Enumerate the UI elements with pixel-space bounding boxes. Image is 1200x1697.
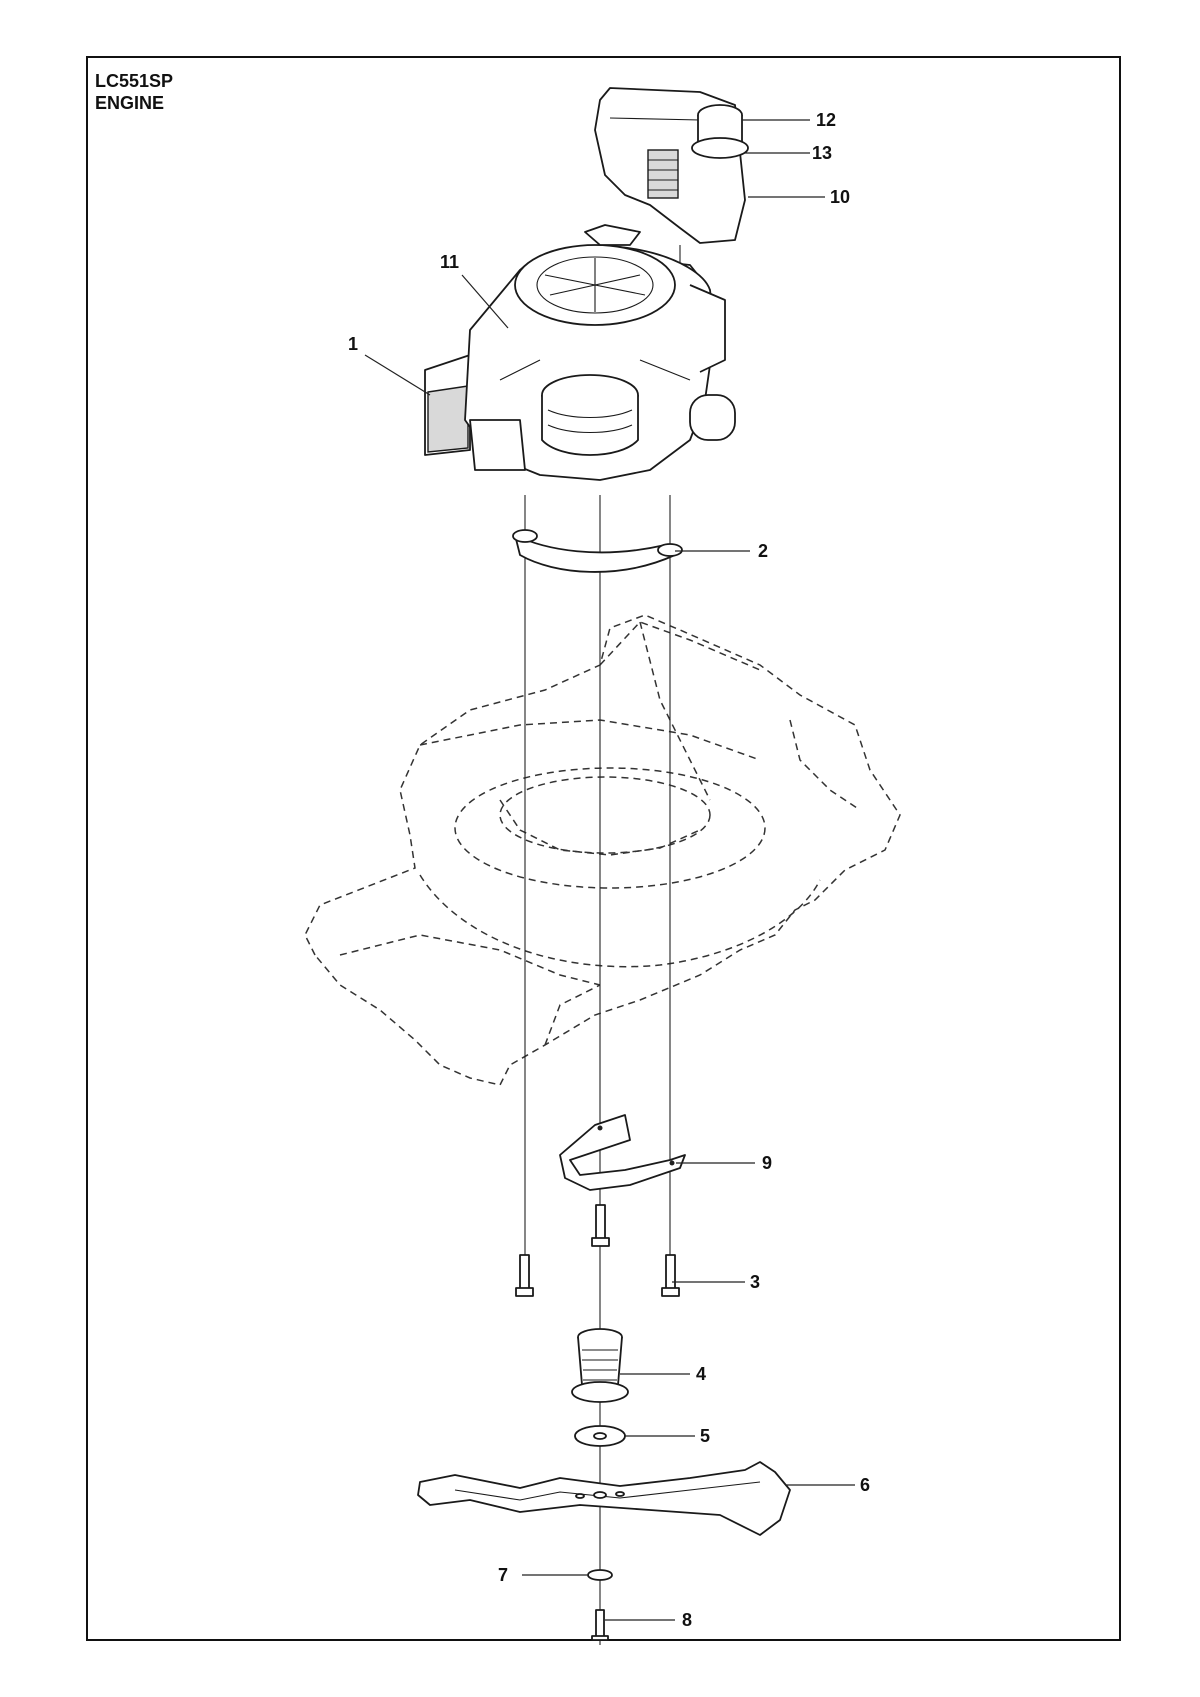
callout-4: 4	[696, 1364, 706, 1384]
title-block: LC551SP ENGINE	[95, 70, 173, 114]
callout-11: 11	[440, 252, 459, 272]
baffle-part-2	[512, 529, 683, 573]
callout-12: 12	[816, 110, 836, 130]
callout-10: 10	[830, 187, 850, 207]
callout-8: 8	[682, 1610, 692, 1630]
model-name: LC551SP	[95, 71, 174, 91]
bracket-part-9	[559, 1114, 686, 1191]
callout-7: 7	[498, 1565, 508, 1585]
section-name: ENGINE	[95, 93, 165, 113]
washer-part-5	[574, 1425, 626, 1447]
blade-adapter-part-4	[571, 1328, 629, 1403]
blade-part-6	[417, 1461, 791, 1536]
callout-2: 2	[758, 541, 768, 561]
mower-deck-outline	[304, 614, 901, 1086]
engine-assembly	[424, 224, 736, 481]
callout-labels: 12 13 10 11 1 2 9 3 4 5 6 7 8	[348, 110, 870, 1630]
callout-3: 3	[750, 1272, 760, 1292]
bolts-part-3	[515, 1204, 680, 1297]
blade-bolt-part-8	[591, 1609, 609, 1641]
callout-leaders	[364, 119, 855, 1621]
callout-5: 5	[700, 1426, 710, 1446]
washer-part-7	[587, 1569, 613, 1581]
callout-1: 1	[348, 334, 358, 354]
callout-9: 9	[762, 1153, 772, 1173]
callout-13: 13	[812, 143, 832, 163]
callout-6: 6	[860, 1475, 870, 1495]
fuel-tank-assembly	[594, 87, 749, 244]
